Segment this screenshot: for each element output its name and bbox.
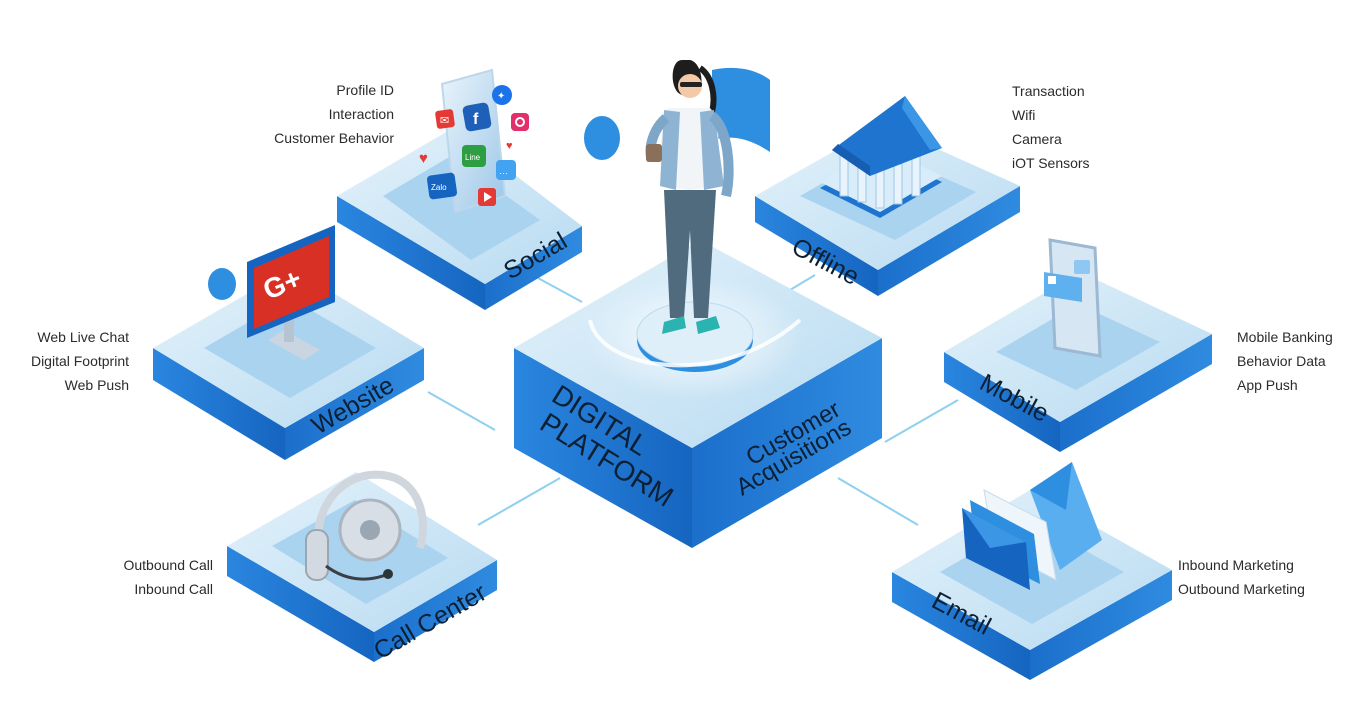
social-item-3: Customer Behavior — [274, 130, 394, 146]
svg-text:✦: ✦ — [497, 91, 505, 102]
zalo-icon: Zalo — [431, 183, 447, 192]
connector-social — [537, 277, 583, 303]
offline-item-1: Transaction — [1012, 83, 1085, 99]
offline-item-4: iOT Sensors — [1012, 155, 1090, 171]
mobile-item-2: Behavior Data — [1237, 353, 1326, 369]
svg-text:✉: ✉ — [440, 115, 449, 127]
google-plus-monitor-icon: G+ — [208, 225, 335, 360]
offline-items: Transaction Wifi Camera iOT Sensors — [1012, 79, 1172, 175]
connector-callcenter — [477, 477, 561, 526]
email-item-1: Inbound Marketing — [1178, 557, 1294, 573]
callcenter-item-1: Outbound Call — [123, 557, 213, 573]
website-item-2: Digital Footprint — [30, 353, 129, 369]
line-icon: Line — [465, 153, 481, 162]
callcenter-items: Outbound Call Inbound Call — [60, 553, 213, 601]
connector-mobile — [884, 399, 959, 443]
envelope-icon — [962, 462, 1102, 590]
svg-text:…: … — [499, 166, 508, 176]
person-figure — [645, 60, 734, 334]
tile-digital-platform: DIGITAL PLATFORM Customer Acquisitions — [514, 240, 882, 548]
website-item-1: Web Live Chat — [37, 329, 129, 345]
mobile-items: Mobile Banking Behavior Data App Push — [1237, 325, 1355, 397]
social-items: Profile ID Interaction Customer Behavior — [220, 78, 394, 150]
website-items: Web Live Chat Digital Footprint Web Push — [0, 325, 129, 397]
mobile-item-3: App Push — [1237, 377, 1298, 393]
blue-dot — [584, 116, 620, 160]
connector-email — [837, 477, 919, 526]
offline-item-3: Camera — [1012, 131, 1062, 147]
heart-icon: ♥ — [419, 150, 428, 167]
phone-apps-icon: ✉ f ✦ Line … Zalo ♥ ♥ — [419, 68, 529, 214]
smartphone-icon — [1044, 238, 1102, 358]
connector-website — [427, 391, 496, 431]
social-item-2: Interaction — [328, 106, 394, 122]
chat-bubble-icon — [208, 268, 236, 300]
offline-item-2: Wifi — [1012, 107, 1036, 123]
facebook-icon: f — [473, 111, 479, 128]
mobile-item-1: Mobile Banking — [1237, 329, 1333, 345]
headset-icon — [305, 470, 427, 581]
website-item-3: Web Push — [64, 377, 129, 393]
bank-icon — [820, 96, 942, 218]
email-item-2: Outbound Marketing — [1178, 581, 1305, 597]
heart-icon-2: ♥ — [506, 140, 513, 152]
email-items: Inbound Marketing Outbound Marketing — [1178, 553, 1348, 601]
callcenter-item-2: Inbound Call — [134, 581, 213, 597]
social-item-1: Profile ID — [336, 82, 394, 98]
